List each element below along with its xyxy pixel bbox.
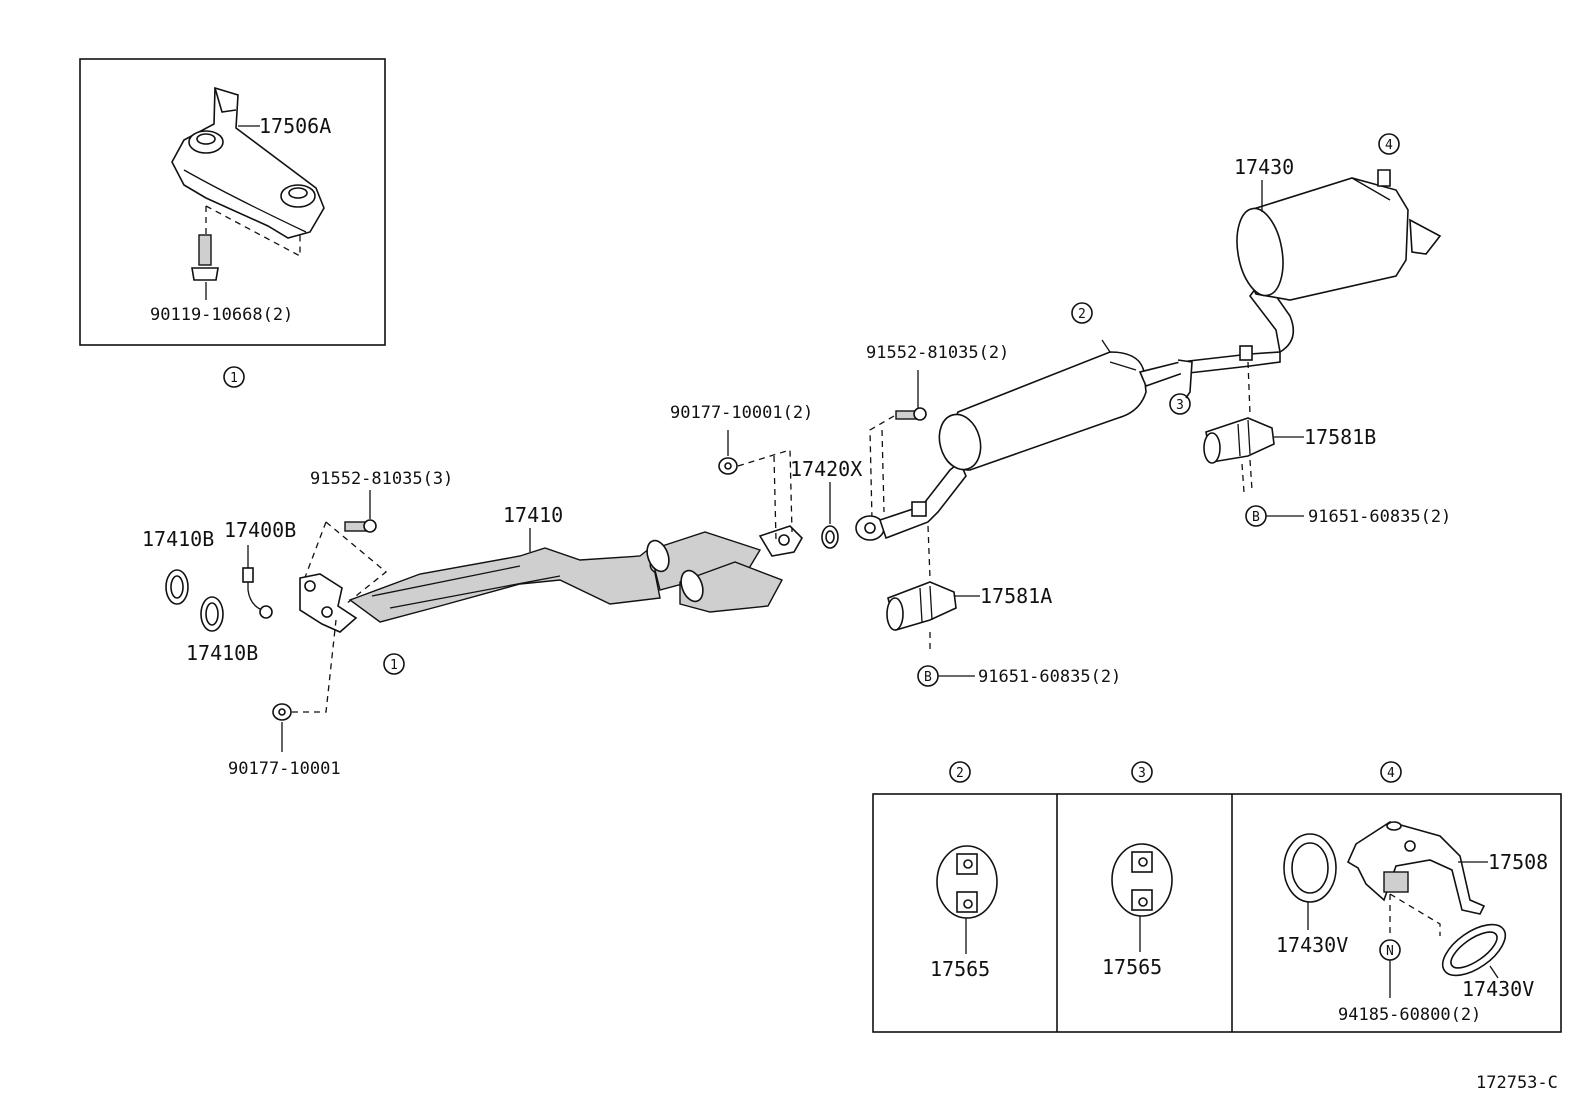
center-pipe-muffler[interactable] <box>855 339 1281 541</box>
label-91651-60835-rear: 91651-60835(2) <box>1308 507 1451 527</box>
bolt-90119[interactable] <box>191 234 219 300</box>
gasket-17410B-upper[interactable] <box>165 569 189 605</box>
tail-muffler-17430[interactable] <box>1231 169 1442 353</box>
label-17565-b: 17565 <box>1102 955 1162 979</box>
oxygen-sensor-17400B[interactable] <box>242 545 273 619</box>
callout-3-main: 3 <box>1176 398 1184 413</box>
callout-N: N <box>1386 944 1394 959</box>
label-17565-a: 17565 <box>930 957 990 981</box>
callout-1-inset: 1 <box>230 371 238 386</box>
detail-boxes <box>872 793 1562 1033</box>
hanger-17565-b[interactable] <box>1111 843 1173 917</box>
label-91552-81035-3: 91552-81035(3) <box>310 469 453 489</box>
label-90119-10668: 90119-10668(2) <box>150 305 293 325</box>
label-91651-60835-front: 91651-60835(2) <box>978 667 1121 687</box>
hanger-17565-a[interactable] <box>936 845 998 919</box>
label-17420X: 17420X <box>790 457 862 481</box>
bracket-17508[interactable] <box>1346 821 1486 915</box>
callout-3-box: 3 <box>1138 766 1146 781</box>
label-17430V-right: 17430V <box>1462 977 1534 1001</box>
label-17410: 17410 <box>503 503 563 527</box>
bracket-17506A[interactable] <box>171 86 325 239</box>
label-94185-60800: 94185-60800(2) <box>1338 1005 1481 1025</box>
bolt-91552-center[interactable] <box>895 407 927 421</box>
label-17430V-left: 17430V <box>1276 933 1348 957</box>
callout-2-box: 2 <box>956 766 964 781</box>
nut-90177-front[interactable] <box>272 703 292 721</box>
label-17581B: 17581B <box>1304 425 1376 449</box>
label-90177-10001-2: 90177-10001(2) <box>670 403 813 423</box>
callout-2-main: 2 <box>1078 307 1086 322</box>
gasket-17410B-lower[interactable] <box>200 596 224 632</box>
gasket-17430V-right[interactable] <box>1434 915 1514 986</box>
label-90177-10001: 90177-10001 <box>228 759 341 779</box>
label-17508: 17508 <box>1488 850 1548 874</box>
callout-1-pipe: 1 <box>390 658 398 673</box>
label-17430: 17430 <box>1234 155 1294 179</box>
callout-4-box: 4 <box>1387 766 1395 781</box>
label-17410B-lower: 17410B <box>186 641 258 665</box>
front-pipe-17410[interactable] <box>299 525 803 633</box>
inset-bracket-box: 17506A 90119-10668(2) <box>79 58 386 346</box>
callout-B-rear: B <box>1252 510 1260 525</box>
bolt-91552-front[interactable] <box>344 519 377 533</box>
label-17410B-upper: 17410B <box>142 527 214 551</box>
label-17400B: 17400B <box>224 518 296 542</box>
label-17506A: 17506A <box>259 114 331 138</box>
nut-90177-rear[interactable] <box>718 457 738 475</box>
callout-4-main: 4 <box>1385 138 1393 153</box>
gasket-17420X[interactable] <box>821 525 839 549</box>
clamp-17581A[interactable] <box>886 581 957 632</box>
gasket-17430V-left[interactable] <box>1283 833 1337 903</box>
label-91552-81035-2: 91552-81035(2) <box>866 343 1009 363</box>
label-17581A: 17581A <box>980 584 1052 608</box>
callout-B-front: B <box>924 670 932 685</box>
clamp-17581B[interactable] <box>1203 417 1275 464</box>
diagram-id: 172753-C <box>1476 1073 1558 1093</box>
